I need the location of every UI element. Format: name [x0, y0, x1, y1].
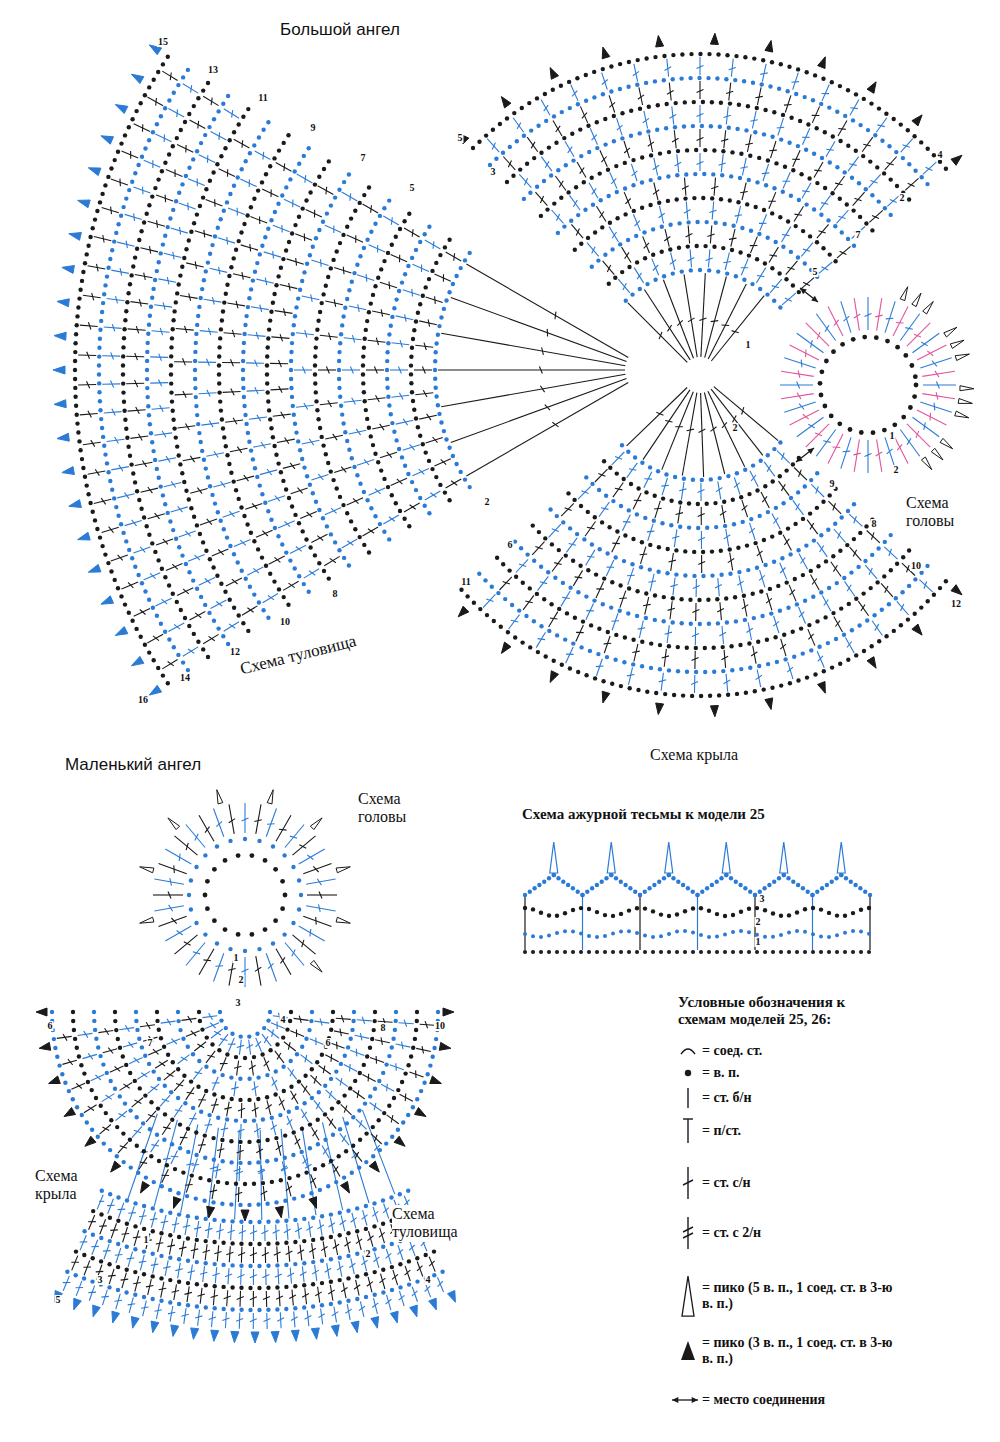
page: Большой ангелСхема туловищаСхема крылаСх… [0, 0, 1000, 1442]
